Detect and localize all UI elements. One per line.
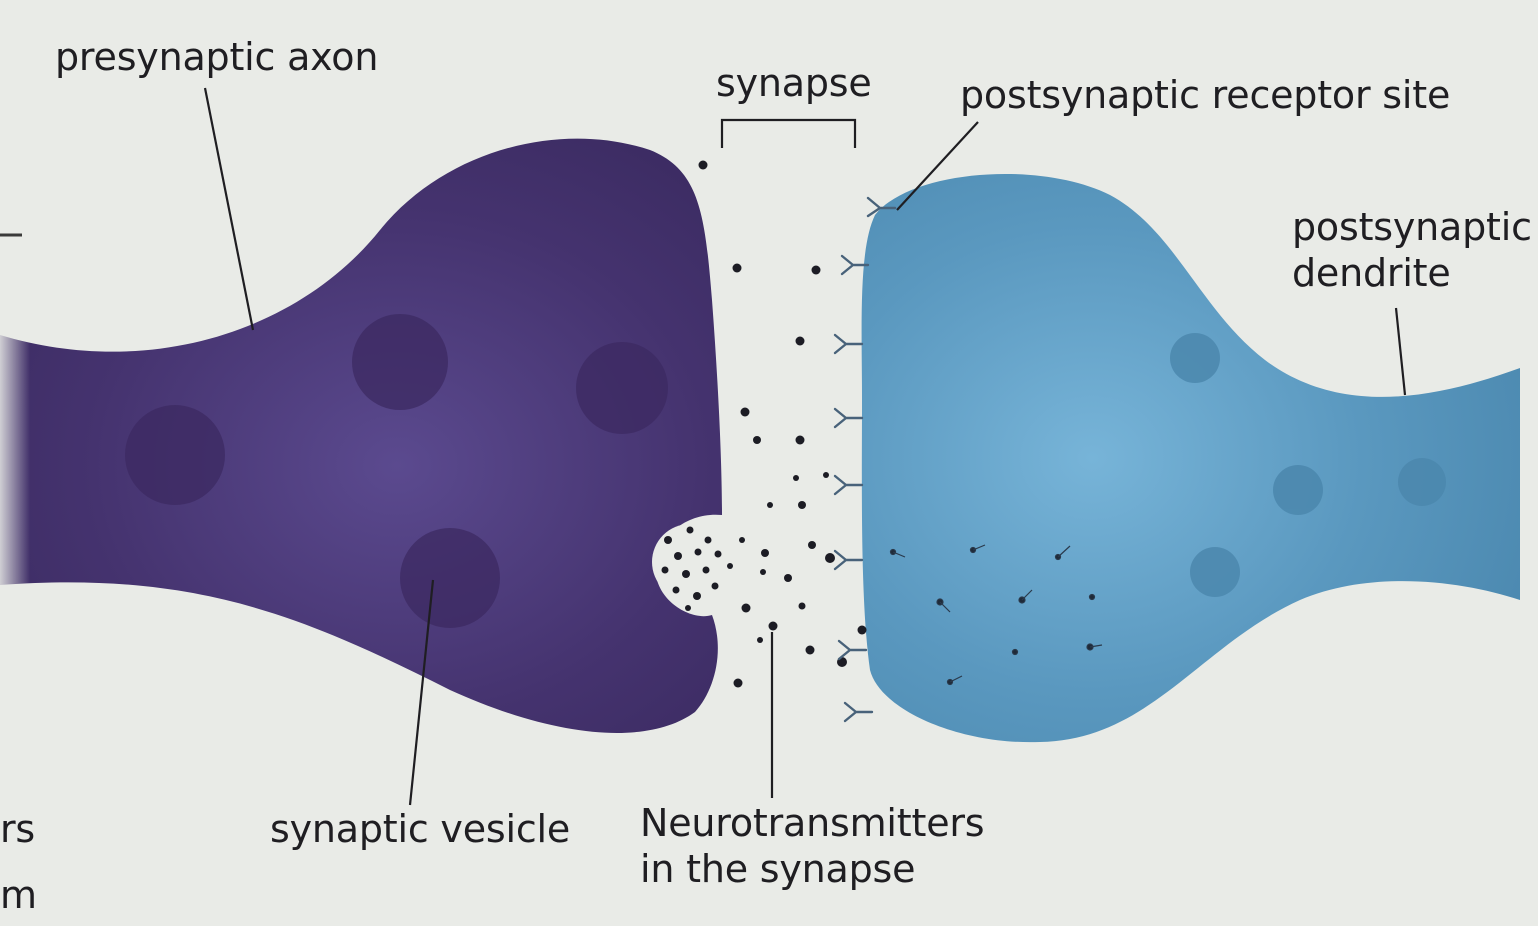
presynaptic-vesicle-3	[576, 342, 668, 434]
postsynaptic-vesicles	[1170, 333, 1446, 597]
presynaptic-axon-terminal	[0, 138, 722, 733]
postsynaptic-vesicle-1	[1170, 333, 1220, 383]
receptor-site	[840, 254, 870, 276]
label-neurotransmitters-line-2: in the synapse	[640, 847, 916, 891]
label-postsynaptic-dendrite-line-1: postsynaptic	[1292, 205, 1532, 249]
receptor-site	[843, 701, 874, 723]
bound-neurotransmitters	[889, 544, 1103, 686]
leader-lines	[203, 87, 1407, 806]
presynaptic-vesicles	[125, 314, 668, 628]
label-neurotransmitters: Neurotransmitters in the synapse	[640, 800, 985, 892]
receptor-sites	[833, 196, 897, 723]
cleft-neurotransmitters	[698, 160, 867, 688]
leader-presynaptic-axon	[203, 87, 255, 331]
receptor-site	[837, 639, 868, 661]
vesicle-neurotransmitters	[661, 526, 722, 611]
receptor-site	[866, 196, 897, 218]
page-edge-text-2: m	[0, 873, 37, 917]
leader-receptor-site	[896, 121, 979, 211]
label-synapse: synapse	[716, 61, 872, 105]
leader-synaptic-vesicle	[408, 579, 435, 806]
label-postsynaptic-dendrite: postsynaptic dendrite	[1292, 204, 1532, 296]
receptor-site	[833, 407, 864, 429]
label-presynaptic-axon: presynaptic axon	[55, 35, 379, 79]
postsynaptic-vesicle-3	[1398, 458, 1446, 506]
presynaptic-vesicle-2	[352, 314, 448, 410]
label-postsynaptic-receptor-site: postsynaptic receptor site	[960, 73, 1451, 117]
postsynaptic-dendrite	[861, 173, 1520, 743]
postsynaptic-vesicle-4	[1190, 547, 1240, 597]
receptor-site	[833, 333, 864, 355]
label-postsynaptic-dendrite-line-2: dendrite	[1292, 251, 1451, 295]
postsynaptic-vesicle-2	[1273, 465, 1323, 515]
axon-cut-edge	[0, 330, 30, 590]
receptor-site	[833, 474, 864, 496]
label-synaptic-vesicle: synaptic vesicle	[270, 807, 571, 851]
presynaptic-vesicle-4	[400, 528, 500, 628]
synapse-bracket	[720, 118, 857, 148]
leader-dendrite	[1394, 307, 1407, 396]
receptor-site	[833, 549, 864, 571]
page-edge-text-1: rs	[0, 807, 36, 851]
label-neurotransmitters-line-1: Neurotransmitters	[640, 801, 985, 845]
presynaptic-vesicle-1	[125, 405, 225, 505]
